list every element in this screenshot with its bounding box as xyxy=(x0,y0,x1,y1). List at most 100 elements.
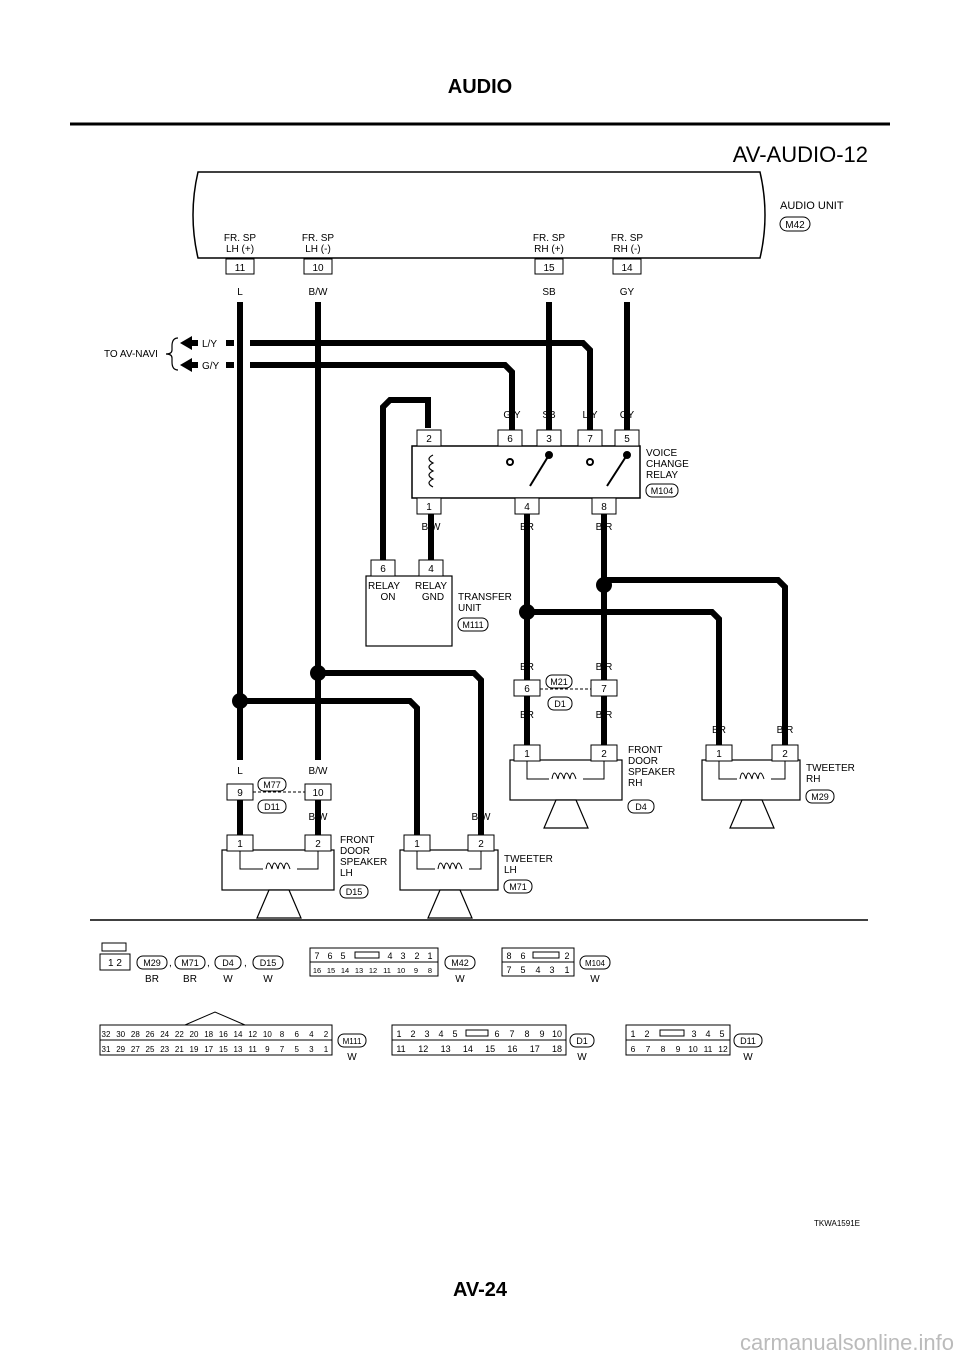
twr-pin1: 1 xyxy=(716,749,722,760)
j77-wtr: B/W xyxy=(309,766,328,777)
audio-unit-name: AUDIO UNIT xyxy=(780,200,844,212)
twl-w2: B/W xyxy=(472,812,491,823)
wire-stubs xyxy=(236,296,631,302)
pin-label: 6 xyxy=(494,1029,499,1039)
pin-label: 8 xyxy=(280,1030,285,1039)
tu-relay-gnd-l1: RELAY xyxy=(415,581,447,592)
wire-l-to-tweeter-lh xyxy=(240,698,420,835)
tu-pin-4: 4 xyxy=(428,564,434,575)
pin-label: 22 xyxy=(175,1030,184,1039)
conn-d4-color: W xyxy=(223,974,233,985)
wire-gy-navi xyxy=(250,362,515,430)
relay-wire-gy: G/Y xyxy=(503,410,521,421)
pin-label: 6 xyxy=(294,1030,299,1039)
transfer-unit-body xyxy=(365,575,453,647)
page-title: AUDIO xyxy=(448,76,512,98)
m111-code: M111 xyxy=(343,1037,362,1046)
relay-wire-br: BR xyxy=(520,522,534,533)
wire-br-to-tweeter xyxy=(527,609,722,745)
pin-label: 9 xyxy=(676,1044,681,1054)
svg-text:4: 4 xyxy=(387,951,392,961)
wire-label-sb: SB xyxy=(542,287,556,298)
term-fr-rh-minus-l2: RH (-) xyxy=(613,244,640,255)
page-number: AV-24 xyxy=(453,1279,508,1301)
pin-label: 11 xyxy=(396,1044,405,1054)
pin-label: 10 xyxy=(552,1029,562,1039)
conn-m71: M71 xyxy=(181,958,199,968)
pin-label: 7 xyxy=(646,1044,651,1054)
relay-pin-1: 1 xyxy=(426,502,432,513)
j21-wtl: BR xyxy=(520,662,534,673)
pin-label: 15 xyxy=(485,1044,495,1054)
relay-pin-3: 3 xyxy=(546,434,552,445)
small-conn-pins: 1 2 xyxy=(108,958,122,969)
pin-label: 15 xyxy=(219,1045,228,1054)
wire-br-to-tweeter-rh xyxy=(604,577,788,745)
relay-coil-icon xyxy=(428,454,435,488)
j77-wtl: L xyxy=(237,766,243,777)
tweeter-rh: BR B/R 1 2 TWEETER RH M29 xyxy=(701,725,855,829)
j77-wbr: B/W xyxy=(309,812,328,823)
svg-text:10: 10 xyxy=(397,966,405,975)
term-fr-rh-plus-l1: FR. SP xyxy=(533,233,566,244)
fdr-n4: RH xyxy=(628,778,642,789)
av-navi-label: TO AV-NAVI xyxy=(104,349,158,360)
pin-label: 32 xyxy=(102,1030,111,1039)
tu-name-2: UNIT xyxy=(458,603,481,614)
d1-code: D1 xyxy=(576,1036,588,1046)
svg-text:5: 5 xyxy=(340,951,345,961)
pin-label: 9 xyxy=(265,1045,270,1054)
j77-pin-r: 10 xyxy=(312,788,324,799)
twr-code: M29 xyxy=(811,792,829,802)
fdl-pin1: 1 xyxy=(237,839,243,850)
conn-d4: D4 xyxy=(222,958,234,968)
pin-label: 29 xyxy=(116,1045,125,1054)
tu-pin-6: 6 xyxy=(380,564,386,575)
pin-label: 18 xyxy=(552,1044,562,1054)
navi-wire-ly: L/Y xyxy=(202,339,217,350)
m104-code: M104 xyxy=(585,959,606,968)
svg-text:8: 8 xyxy=(506,951,511,961)
junction-dots xyxy=(232,577,612,709)
wire-p xyxy=(380,397,431,560)
wire-bw-to-tweeter-lh xyxy=(318,670,484,835)
pin-label: 5 xyxy=(719,1029,724,1039)
relay-body xyxy=(411,445,641,499)
pin-label: 2 xyxy=(410,1029,415,1039)
relay-wire-gy2: GY xyxy=(620,410,635,421)
pin-label: 7 xyxy=(280,1045,285,1054)
twl-code: M71 xyxy=(509,882,527,892)
pin-label: 4 xyxy=(438,1029,443,1039)
pin-label: 17 xyxy=(530,1044,540,1054)
pin-label: 18 xyxy=(204,1030,213,1039)
j21-wbl: BR xyxy=(520,710,534,721)
pin-label: 6 xyxy=(631,1044,636,1054)
relay-wire-p: P xyxy=(425,410,432,421)
j77-wbl: L xyxy=(237,812,243,823)
pin-label: 7 xyxy=(509,1029,514,1039)
voice-change-relay: P G/Y SB L/Y GY 2 6 3 7 5 1 4 8 B/W BR B… xyxy=(411,410,689,533)
pin-label: 8 xyxy=(524,1029,529,1039)
twl-n1: TWEETER xyxy=(504,854,553,865)
relay-pin-6: 6 xyxy=(507,434,513,445)
audio-unit-code: M42 xyxy=(785,220,805,231)
tu-code: M111 xyxy=(462,620,483,630)
twr-pin2: 2 xyxy=(782,749,788,760)
svg-text:4: 4 xyxy=(535,965,540,975)
fdl-pin2: 2 xyxy=(315,839,321,850)
term-fr-lh-plus-l2: LH (+) xyxy=(226,244,254,255)
diagram-id: AV-AUDIO-12 xyxy=(733,142,868,167)
svg-text:12: 12 xyxy=(369,966,377,975)
pin-box-15 xyxy=(534,258,564,275)
fdr-n2: DOOR xyxy=(628,756,658,767)
relay-wire-ly: L/Y xyxy=(582,410,597,421)
wire-ly xyxy=(250,340,593,430)
svg-text:1: 1 xyxy=(427,951,432,961)
pin-14: 14 xyxy=(621,263,633,274)
